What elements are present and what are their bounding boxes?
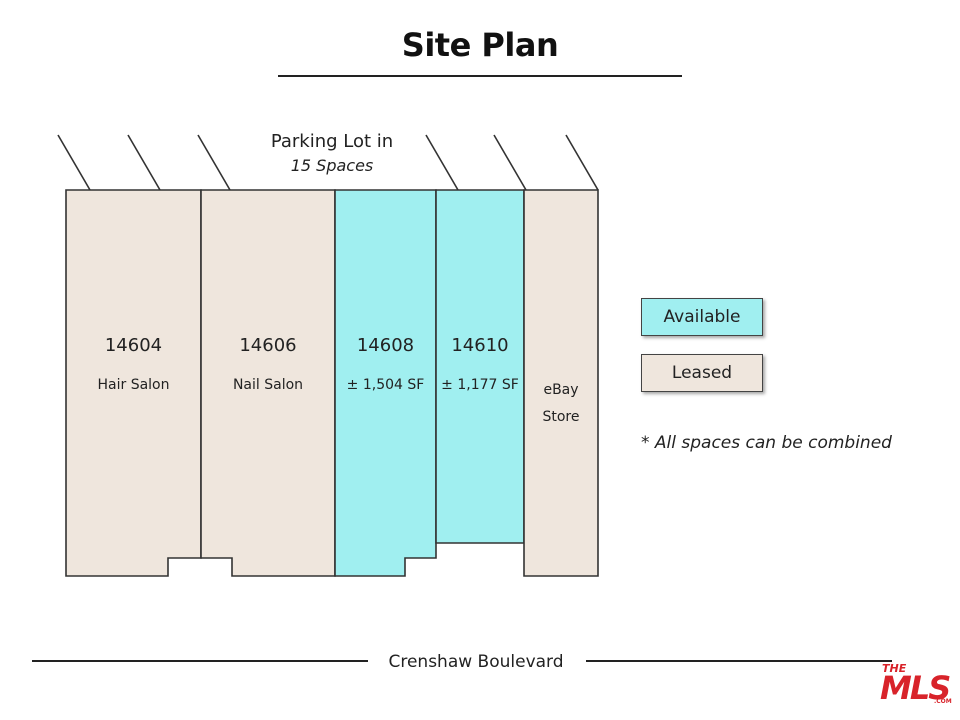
parking-label: Parking Lot in — [270, 131, 394, 152]
unit-number: 14608 — [356, 335, 415, 356]
parking-spaces-label: 15 Spaces — [290, 156, 374, 175]
street-line-left — [32, 660, 368, 662]
street-label: Crenshaw Boulevard — [388, 652, 564, 672]
logo-mls: MLS — [880, 669, 951, 707]
unit-area: ± 1,504 SF — [346, 377, 425, 393]
parking-stall-line — [425, 134, 459, 191]
unit-area: ± 1,177 SF — [441, 377, 519, 393]
page-title: Site Plan — [401, 26, 559, 64]
unit-description: Hair Salon — [97, 377, 170, 393]
unit-description: eBay — [543, 382, 579, 398]
street-line-right — [586, 660, 892, 662]
unit-number: 14604 — [104, 335, 163, 356]
parking-stall-line — [197, 134, 231, 191]
unit-number: 14606 — [239, 335, 297, 356]
logo-the: THE — [882, 662, 907, 675]
legend-leased-label: Leased — [671, 363, 733, 383]
combine-note: * All spaces can be combined — [641, 433, 892, 453]
legend-available-label: Available — [663, 307, 741, 327]
parking-stall-line — [57, 134, 91, 191]
legend-available: Available — [641, 298, 763, 336]
parking-stall-line — [565, 134, 599, 191]
parking-stall-line — [493, 134, 527, 191]
unit-14610-shape[interactable] — [435, 189, 525, 544]
parking-stall-lines — [57, 134, 599, 191]
parking-stall-line — [127, 134, 161, 191]
mls-logo: THE MLS .COM — [878, 662, 952, 708]
unit-ebay-shape[interactable] — [523, 189, 599, 577]
legend-leased: Leased — [641, 354, 763, 392]
title-underline — [278, 75, 682, 77]
logo-com: .COM — [934, 698, 952, 705]
unit-number: 14610 — [451, 335, 509, 356]
unit-description: Nail Salon — [232, 377, 304, 393]
unit-description: Store — [542, 409, 580, 425]
